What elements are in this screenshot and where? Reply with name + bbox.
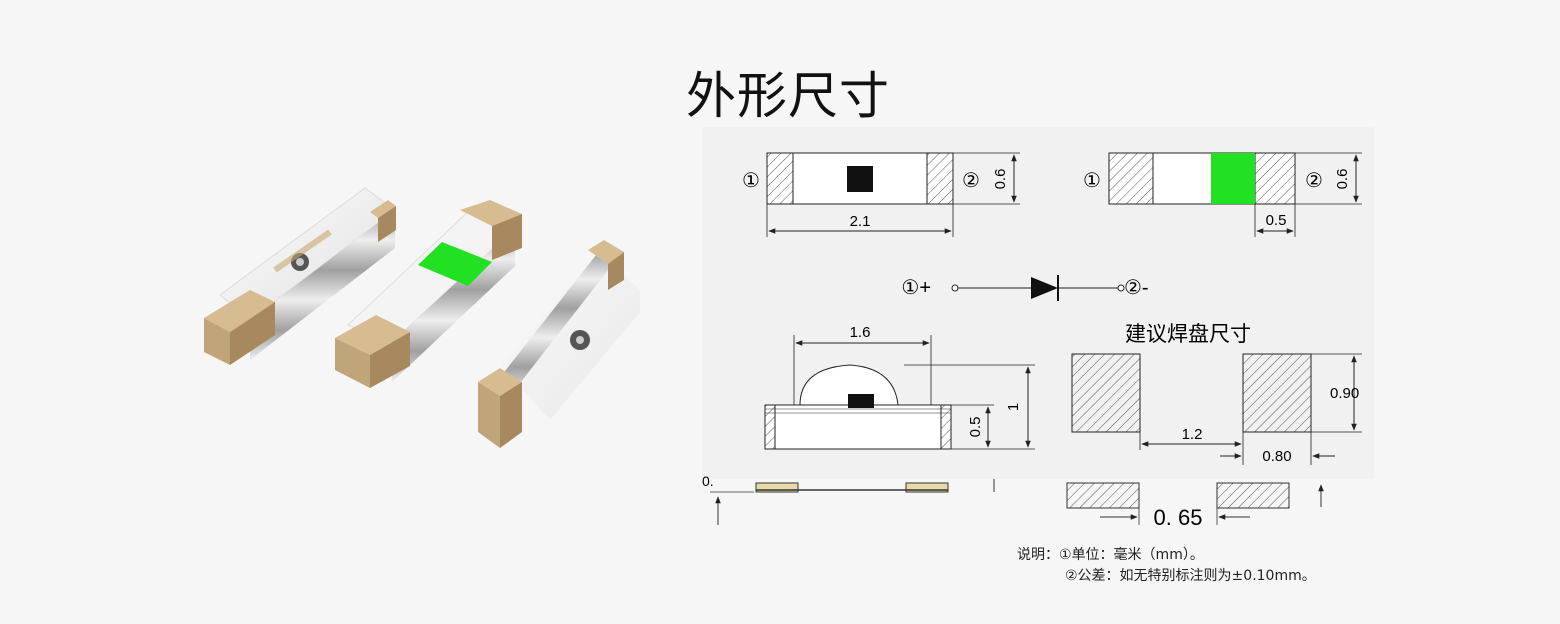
pin2-label-2: ② bbox=[1305, 170, 1323, 192]
chip-marker bbox=[847, 166, 873, 192]
led-photo-left bbox=[204, 187, 396, 365]
product-photo bbox=[204, 187, 640, 448]
lower-gap-dim-label: 0. 65 bbox=[1154, 505, 1203, 530]
pad-width-dim-label: 0.80 bbox=[1262, 448, 1291, 465]
page-title: 外形尺寸 bbox=[686, 67, 890, 125]
pad-layout-heading: 建议焊盘尺寸 bbox=[1125, 323, 1251, 346]
gap-dim-label: 1.2 bbox=[1182, 426, 1203, 443]
pin1-label-2: ① bbox=[1083, 170, 1101, 192]
overlapped-drawing-fragment: 0. 0. 65 bbox=[702, 473, 1324, 530]
length-dim-label: 2.1 bbox=[850, 213, 871, 230]
pin1-label: ① bbox=[742, 170, 760, 192]
base-height-dim-label: 0.5 bbox=[967, 417, 984, 438]
clipped-dim-label: 0. bbox=[702, 473, 714, 489]
height-dim-label-2: 0.6 bbox=[1334, 169, 1351, 190]
note-line-1: 说明：①单位：毫米（mm）。 bbox=[1017, 547, 1204, 563]
cathode-label: ②- bbox=[1124, 277, 1149, 299]
dimension-drawing: ① ② 0.6 2.1 ① ② 0.6 0.5 ①+ ②- bbox=[702, 127, 1374, 530]
note-line-2: ②公差：如无特别标注则为±0.10mm。 bbox=[1065, 568, 1316, 584]
height-dim-label: 0.6 bbox=[992, 169, 1009, 190]
total-height-dim-label: 1 bbox=[1005, 403, 1022, 411]
led-photo-right bbox=[478, 240, 640, 448]
bottom-view: ① ② 0.6 0.5 bbox=[1083, 152, 1362, 237]
led-photo-middle bbox=[335, 200, 522, 388]
anode-label: ①+ bbox=[901, 277, 931, 299]
pad-height-dim-label: 0.90 bbox=[1330, 385, 1359, 402]
top-view: ① ② 0.6 2.1 bbox=[742, 152, 1020, 237]
side-view: 1.6 0.5 1 bbox=[764, 324, 1035, 450]
diode-symbol: ①+ ②- bbox=[901, 275, 1149, 301]
side-width-dim-label: 1.6 bbox=[850, 324, 871, 341]
pin2-label: ② bbox=[962, 170, 980, 192]
pad-layout: 建议焊盘尺寸 0.90 1.2 0.80 bbox=[1071, 323, 1362, 465]
green-emitter bbox=[1211, 153, 1255, 204]
green-led-window bbox=[418, 242, 492, 286]
width-dim-label: 0.5 bbox=[1266, 212, 1287, 229]
